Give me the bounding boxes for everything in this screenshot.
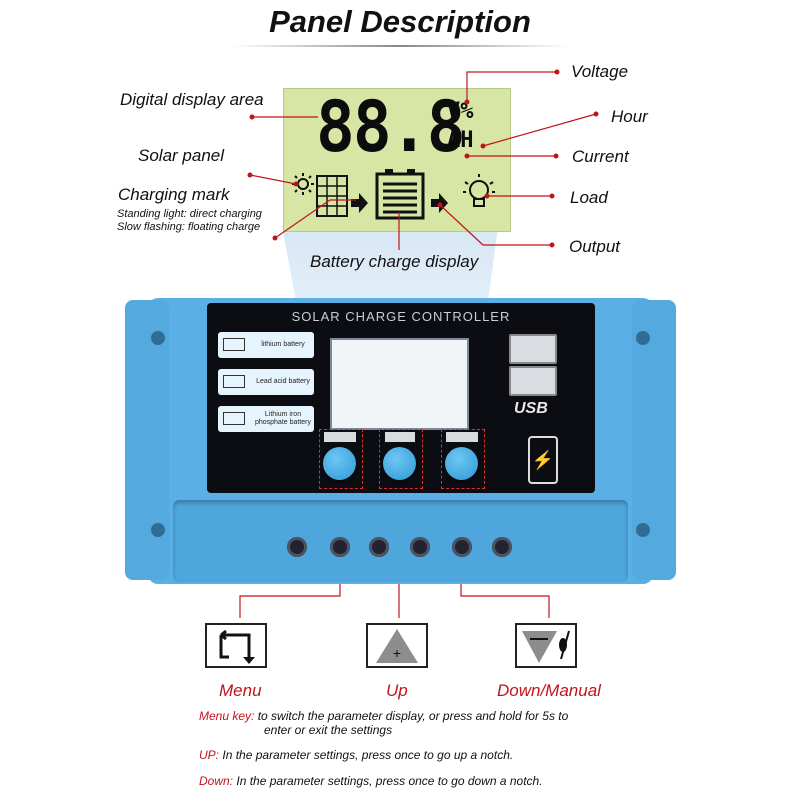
charging-note-direct: Standing light: direct charging xyxy=(117,208,262,220)
menu-key-description-cont: enter or exit the settings xyxy=(264,723,393,737)
down-button-frame xyxy=(441,429,485,489)
bulb-icon xyxy=(463,174,495,207)
menu-key xyxy=(205,623,267,668)
solar-panel-icon xyxy=(316,175,348,217)
phone-icon: ⚡ xyxy=(528,436,558,484)
down-symbol-icon xyxy=(446,432,478,442)
usb-port[interactable] xyxy=(509,334,557,364)
down-manual-icon xyxy=(522,630,570,663)
terminal-screw xyxy=(452,537,472,557)
up-description: UP: In the parameter settings, press onc… xyxy=(199,748,514,762)
menu-key-description: Menu key: to switch the parameter displa… xyxy=(199,709,569,723)
up-symbol-icon xyxy=(385,432,415,442)
charging-arrow-icon xyxy=(351,193,368,213)
terminal-screw xyxy=(492,537,512,557)
terminal-screw xyxy=(369,537,389,557)
menu-key-caption: Menu xyxy=(219,681,262,700)
up-key: + xyxy=(366,623,428,668)
charging-note-floating: Slow flashing: floating charge xyxy=(117,221,261,233)
down-description: Down: In the parameter settings, press o… xyxy=(199,774,543,788)
battery-type-lithium: lithium battery xyxy=(218,332,314,358)
mount-hole xyxy=(636,523,650,537)
menu-button[interactable] xyxy=(323,447,356,480)
up-button[interactable] xyxy=(383,447,416,480)
menu-symbol-icon xyxy=(324,432,356,442)
battery-icon xyxy=(223,338,245,351)
up-key-caption: Up xyxy=(386,681,408,700)
label-voltage: Voltage xyxy=(571,62,629,81)
battery-type-lead-acid: Lead acid battery xyxy=(218,369,314,395)
up-triangle-icon: + xyxy=(376,629,418,663)
page-title: Panel Description xyxy=(269,4,531,39)
down-button[interactable] xyxy=(445,447,478,480)
label-battery-charge-display: Battery charge display xyxy=(310,252,479,271)
mount-hole xyxy=(151,523,165,537)
usb-label: USB xyxy=(514,400,548,417)
menu-cycle-icon xyxy=(219,629,255,664)
mount-hole xyxy=(151,331,165,345)
label-output: Output xyxy=(569,237,621,256)
svg-text:+: + xyxy=(393,645,401,661)
label-digital-display-area: Digital display area xyxy=(120,90,264,109)
lcd-icons xyxy=(292,169,495,220)
terminal-screw xyxy=(410,537,430,557)
label-load: Load xyxy=(570,188,608,207)
menu-button-frame xyxy=(319,429,363,489)
lcd-display xyxy=(283,88,511,232)
down-key-caption: Down/Manual xyxy=(497,681,601,700)
terminal-block xyxy=(173,500,628,582)
battery-icon xyxy=(375,169,425,220)
lcd-digits: 88.8 xyxy=(316,86,466,168)
label-solar-panel: Solar panel xyxy=(138,146,225,165)
label-charging-mark: Charging mark xyxy=(118,185,230,204)
battery-icon xyxy=(223,375,245,388)
lcd-unit-bottom: AH xyxy=(447,128,474,153)
down-manual-key xyxy=(515,623,577,668)
sun-icon xyxy=(292,173,314,195)
up-button-frame xyxy=(379,429,423,489)
controller-header: SOLAR CHARGE CONTROLLER xyxy=(291,309,511,324)
battery-icon xyxy=(223,412,245,425)
title-underline xyxy=(232,45,568,47)
controller-lcd-window xyxy=(330,338,469,430)
label-hour: Hour xyxy=(611,107,648,126)
usb-port[interactable] xyxy=(509,366,557,396)
terminal-screw xyxy=(287,537,307,557)
mount-hole xyxy=(636,331,650,345)
terminal-screw xyxy=(330,537,350,557)
label-current: Current xyxy=(572,147,629,166)
battery-type-lifepo: Lithium iron phosphate battery xyxy=(218,406,314,432)
